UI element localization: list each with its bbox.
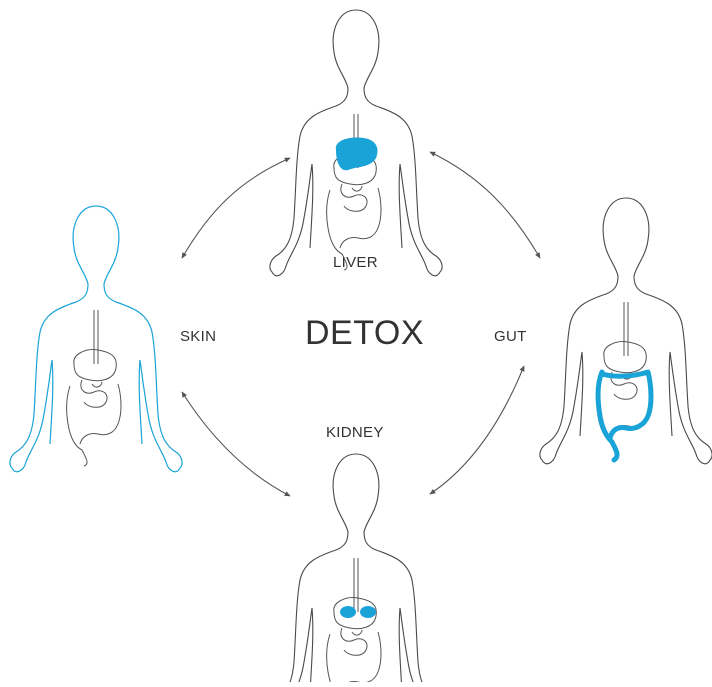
label-gut: GUT <box>494 328 527 345</box>
arrow-skin-liver <box>182 158 290 258</box>
colon-organ <box>598 372 651 460</box>
body-figure-kidney <box>270 454 442 682</box>
arrow-liver-gut <box>430 152 540 258</box>
kidney-left <box>340 606 356 618</box>
label-liver: LIVER <box>333 254 378 271</box>
arrow-kidney-skin <box>182 392 290 496</box>
kidney-right <box>360 606 376 618</box>
center-title: DETOX <box>305 314 424 353</box>
body-figure-gut <box>540 198 712 464</box>
body-figure-skin <box>10 206 182 472</box>
liver-organ <box>336 138 378 171</box>
arrow-gut-kidney <box>430 366 524 494</box>
label-skin: SKIN <box>180 328 216 345</box>
label-kidney: KIDNEY <box>326 424 384 441</box>
body-figure-liver <box>270 10 442 276</box>
